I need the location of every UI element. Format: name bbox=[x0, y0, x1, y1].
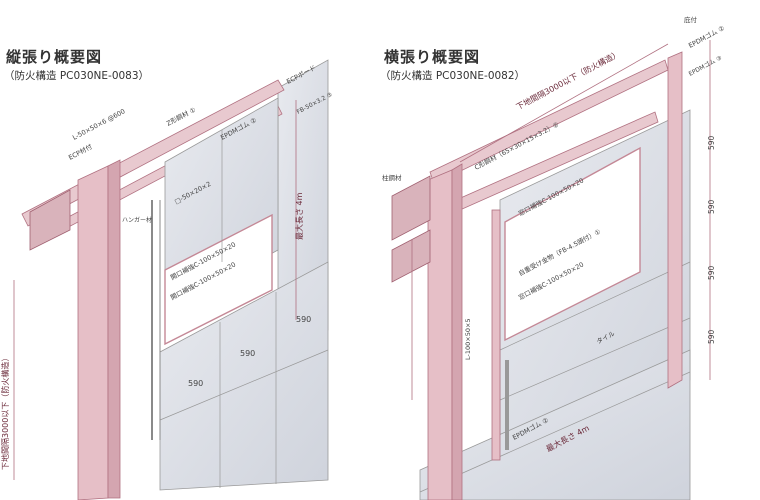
right-panel-title: 横張り概要図 bbox=[384, 48, 481, 66]
right-label-epdm-top: EPDMゴム ② bbox=[687, 23, 726, 50]
right-main-column bbox=[427, 169, 453, 500]
right-diagram bbox=[391, 40, 711, 500]
left-label-z: Z形鋼材 ① bbox=[165, 105, 197, 128]
left-panel-title: 縦張り概要図 bbox=[6, 48, 103, 66]
left-label-height: 最大長さ 4m bbox=[294, 192, 304, 240]
right-label-post: 柱鋼材 bbox=[382, 173, 402, 182]
right-label-spacing: 下地間隔3000以下（防火構造） bbox=[514, 48, 621, 111]
left-label-post: L-50×50×6 @600 bbox=[71, 107, 126, 141]
right-label-corner: L-100×50×5 bbox=[464, 318, 472, 360]
left-diagram bbox=[13, 59, 329, 500]
left-label-590-c: 590 bbox=[296, 315, 311, 324]
right-label-590-a: 590 bbox=[707, 135, 716, 150]
right-edge-post bbox=[667, 51, 683, 389]
right-label-590-d: 590 bbox=[707, 329, 716, 344]
left-label-590-b: 590 bbox=[240, 349, 255, 358]
right-label-top: 庇付 bbox=[684, 15, 698, 24]
left-opening bbox=[164, 213, 273, 346]
left-panel-subtitle: （防火構造 PC030NE-0083） bbox=[4, 70, 150, 82]
right-panel-subtitle: （防火構造 PC030NE-0082） bbox=[380, 70, 526, 82]
right-lower-panels bbox=[419, 349, 691, 500]
left-lower-panels bbox=[159, 261, 329, 491]
right-window-opening bbox=[504, 146, 641, 342]
left-label-hanger: ハンガー材 bbox=[122, 216, 152, 224]
left-post-side bbox=[107, 159, 121, 499]
right-label-epdm-side: EPDMゴム ③ bbox=[687, 54, 723, 78]
left-label-590-a: 590 bbox=[188, 379, 203, 388]
right-label-590-c: 590 bbox=[707, 265, 716, 280]
left-label-spacing: 下地間隔3000以下（防火構造） bbox=[0, 354, 10, 470]
left-vertical-post bbox=[77, 165, 109, 500]
left-label-ecp: ECP材付 bbox=[67, 142, 94, 162]
right-label-590-b: 590 bbox=[707, 199, 716, 214]
